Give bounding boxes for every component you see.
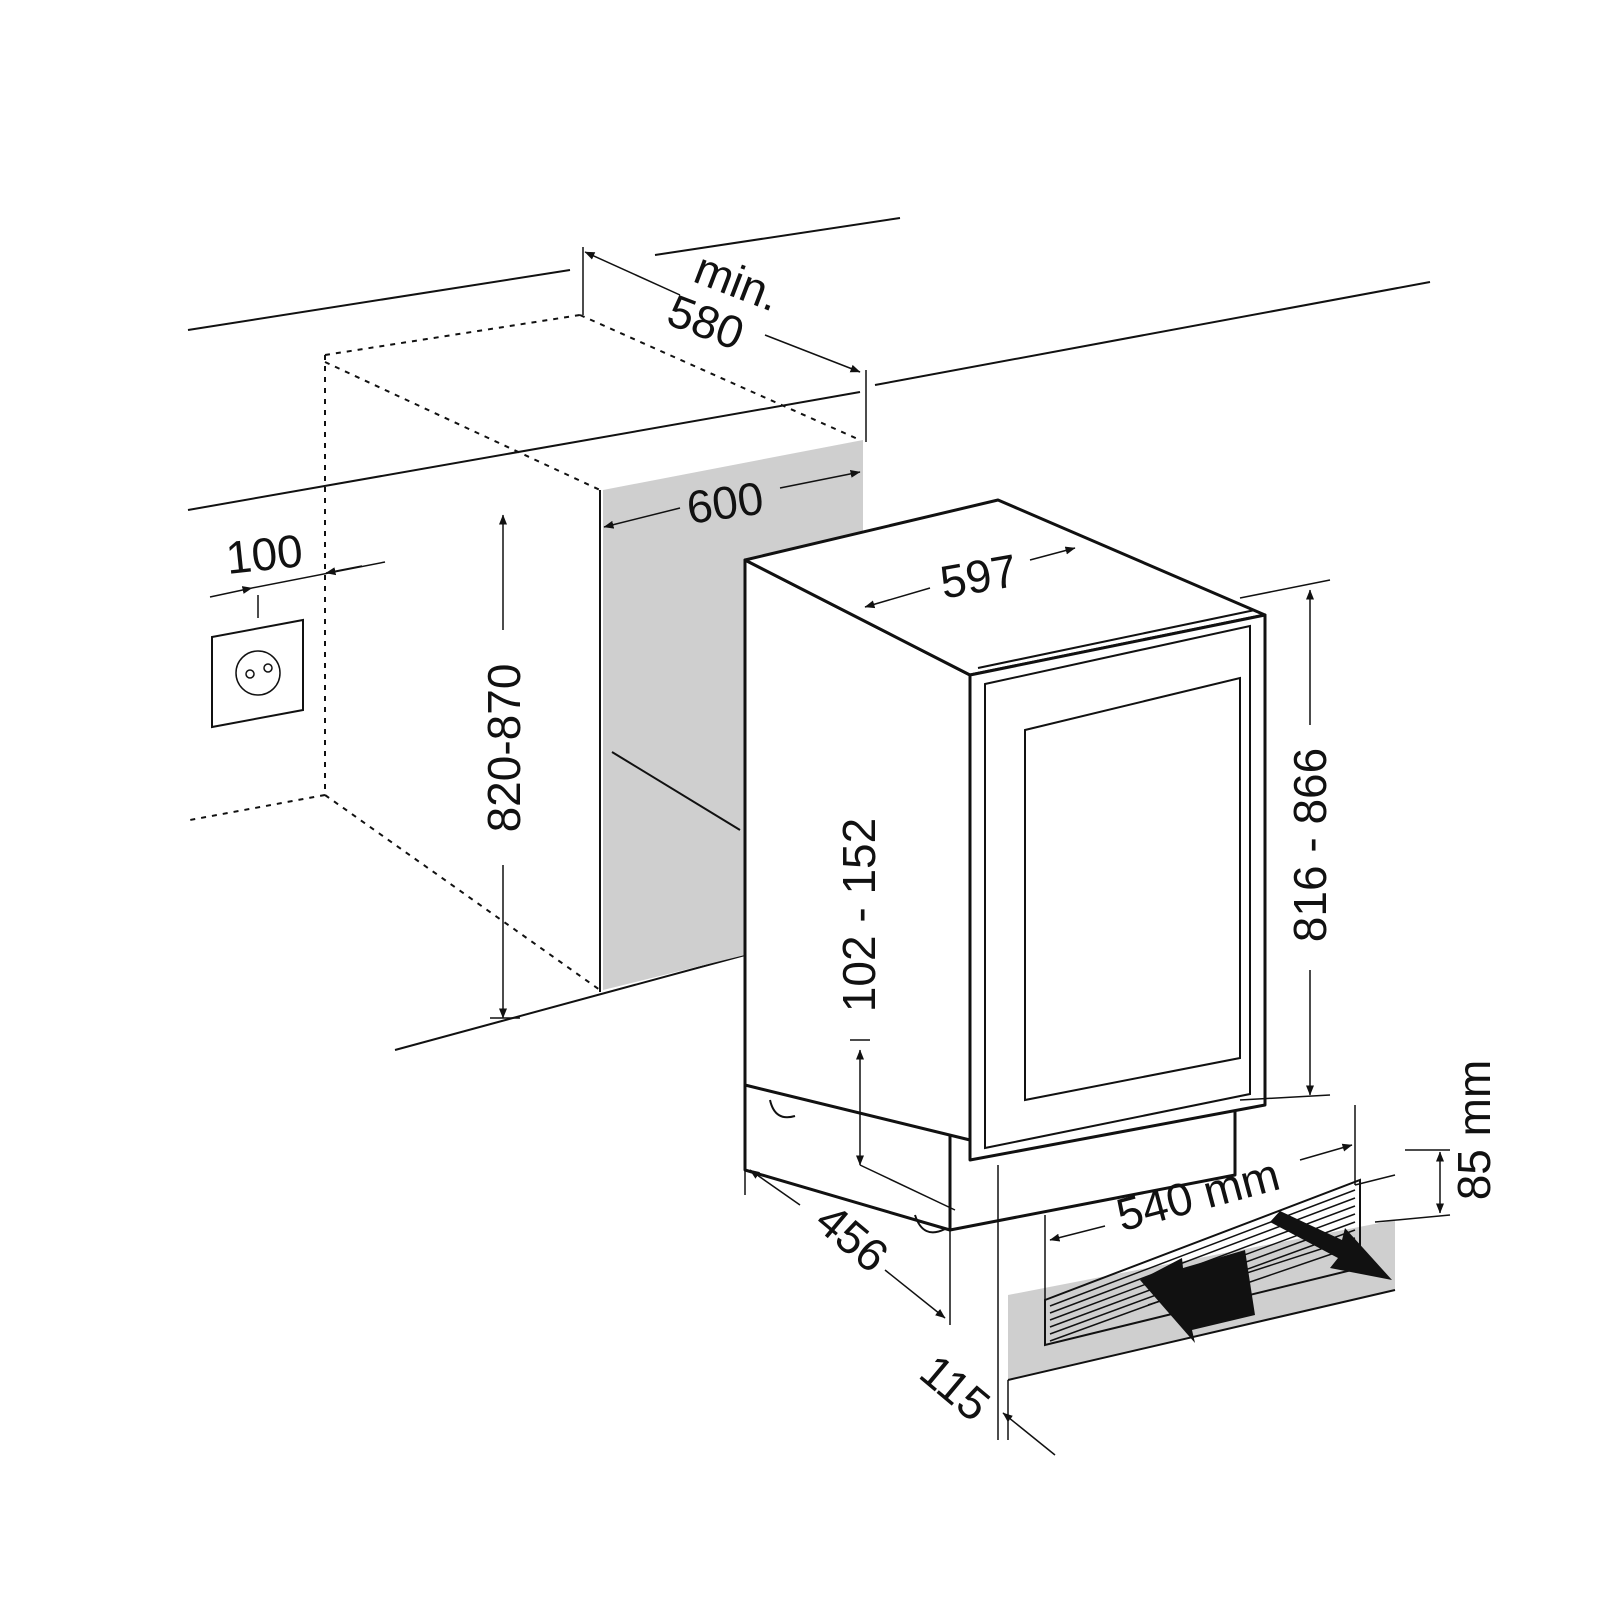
socket-offset-label: 100	[223, 524, 305, 584]
wine-cooler-appliance	[743, 498, 1267, 1234]
power-socket-icon	[211, 595, 304, 729]
airflow-in-arrow	[1140, 1250, 1255, 1343]
appliance-height-label: 816 - 866	[1284, 748, 1336, 942]
dimension-lines	[209, 251, 1451, 1456]
plinth-height-label: 102 - 152	[833, 818, 885, 1012]
vent-height-label: 85 mm	[1448, 1060, 1500, 1201]
airflow-out-arrow	[1270, 1211, 1392, 1280]
plinth-setback-label: 115	[910, 1344, 1000, 1431]
niche-height-label: 820-870	[478, 664, 530, 833]
niche-width-label: 600	[683, 472, 766, 534]
airflow-arrow-icon	[1140, 1211, 1392, 1343]
